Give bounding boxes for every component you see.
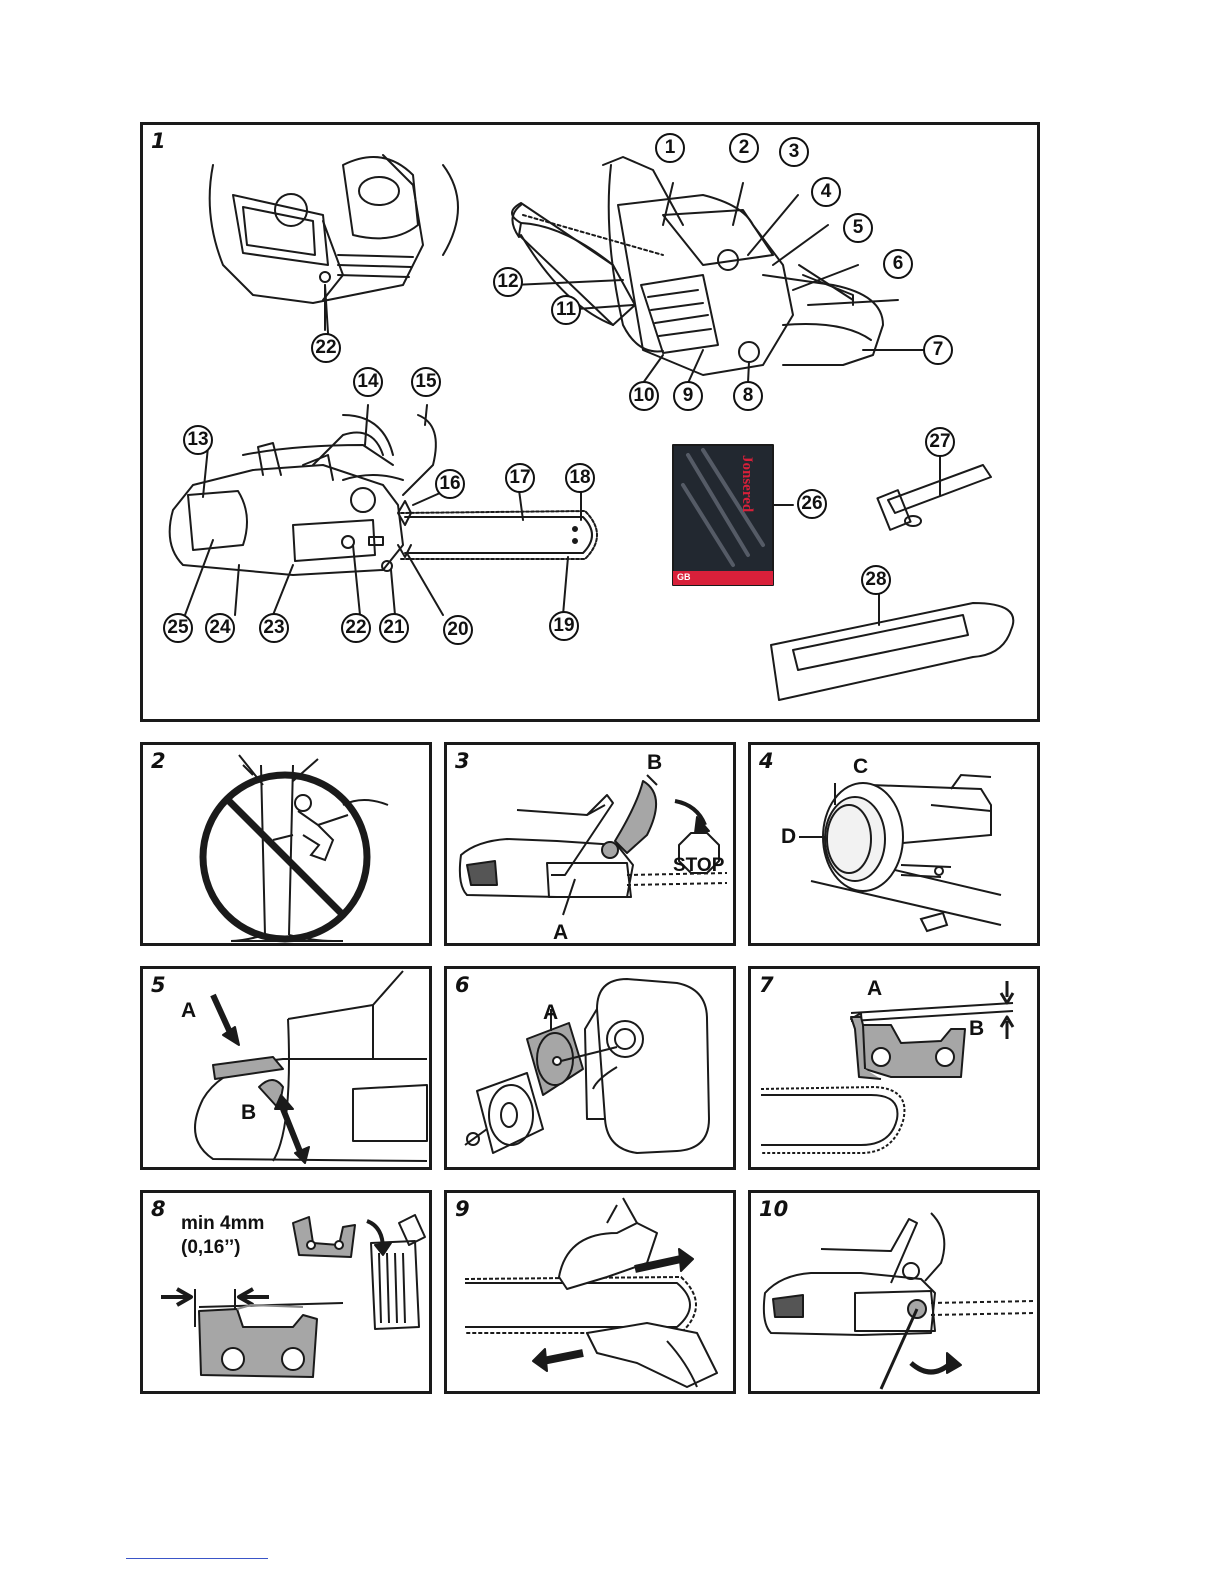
callout-15: 15 (411, 367, 441, 397)
callout-26: 26 (797, 489, 827, 519)
callout-4: 4 (811, 177, 841, 207)
callout-22-bottom: 22 (341, 613, 371, 643)
muffler-illustration (447, 969, 733, 1167)
callout-11: 11 (551, 295, 581, 325)
label-c: C (853, 755, 868, 779)
label-d: D (781, 825, 796, 849)
label-a: A (553, 921, 568, 945)
figure-1-panel: 1 (140, 122, 1040, 722)
manual-cover-flag: GB (677, 572, 691, 582)
label-b: B (969, 1017, 984, 1041)
callout-13: 13 (183, 425, 213, 455)
callout-22-top: 22 (311, 333, 341, 363)
callout-3: 3 (779, 137, 809, 167)
chain-brake-illustration (447, 745, 733, 943)
callout-9: 9 (673, 381, 703, 411)
figure-5-panel: 5 A B (140, 966, 432, 1170)
label-b: B (241, 1101, 256, 1125)
callout-5: 5 (843, 213, 873, 243)
callout-12: 12 (493, 267, 523, 297)
callout-24: 24 (205, 613, 235, 643)
manual-cover-brand: Jonsered (695, 455, 755, 567)
figure-4-panel: 4 C D (748, 742, 1040, 946)
callout-14: 14 (353, 367, 383, 397)
figure-3-panel: 3 STOP B A (444, 742, 736, 946)
label-a: A (543, 1001, 558, 1025)
label-b: B (647, 751, 662, 775)
callout-21: 21 (379, 613, 409, 643)
callout-7: 7 (923, 335, 953, 365)
callout-20: 20 (443, 615, 473, 645)
min-cutter-length-illustration (143, 1193, 429, 1391)
chain-cutter-illustration (751, 969, 1037, 1167)
no-climbing-illustration (143, 745, 429, 943)
label-a: A (181, 999, 196, 1023)
callout-18: 18 (565, 463, 595, 493)
callout-25: 25 (163, 613, 193, 643)
callout-19: 19 (549, 611, 579, 641)
callout-6: 6 (883, 249, 913, 279)
footer-rule (126, 1558, 268, 1559)
figure-2-panel: 2 (140, 742, 432, 946)
callout-28: 28 (861, 565, 891, 595)
figure-8-panel: 8 min 4mm (0,16’’) (140, 1190, 432, 1394)
chain-tensioning-illustration (751, 1193, 1037, 1391)
callout-23: 23 (259, 613, 289, 643)
figure-10-panel: 10 (748, 1190, 1040, 1394)
callout-10: 10 (629, 381, 659, 411)
figure-7-panel: 7 A B (748, 966, 1040, 1170)
callout-27: 27 (925, 427, 955, 457)
callout-1: 1 (655, 133, 685, 163)
callout-17: 17 (505, 463, 535, 493)
callout-16: 16 (435, 469, 465, 499)
callout-2: 2 (729, 133, 759, 163)
figure-9-panel: 9 (444, 1190, 736, 1394)
bar-cleaning-illustration (447, 1193, 733, 1391)
label-a: A (867, 977, 882, 1001)
figure-6-panel: 6 A (444, 966, 736, 1170)
callout-8: 8 (733, 381, 763, 411)
stop-sign-text: STOP (673, 855, 724, 877)
